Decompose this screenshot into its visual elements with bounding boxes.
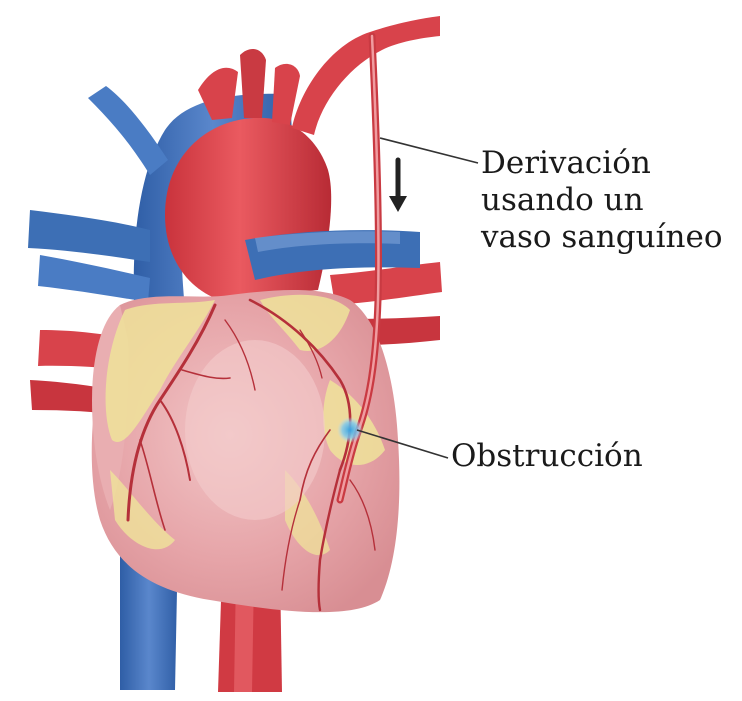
bypass-label-line1: Derivación <box>481 145 722 182</box>
bypass-label: Derivación usando un vaso sanguíneo <box>481 145 722 256</box>
bypass-label-line2: usando un <box>481 182 722 219</box>
bypass-label-line3: vaso sanguíneo <box>481 219 722 256</box>
arrow-down-icon <box>389 160 407 212</box>
graft-vessel-top <box>292 16 440 135</box>
bypass-leader-line <box>380 138 478 163</box>
obstruction-label: Obstrucción <box>451 438 643 475</box>
obstruction-label-text: Obstrucción <box>451 438 643 475</box>
